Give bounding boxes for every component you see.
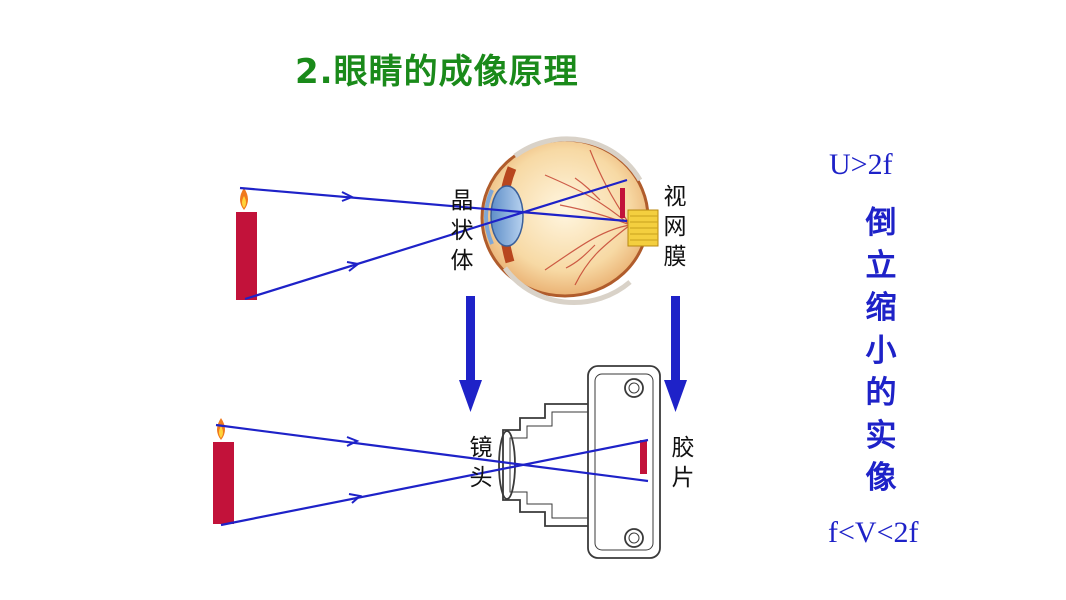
object-distance-formula: U>2f — [829, 148, 893, 181]
camera-illustration — [498, 365, 661, 559]
down-arrow-left — [459, 296, 482, 412]
retina-image — [620, 188, 625, 218]
candle-bottom — [213, 418, 234, 524]
page-title: 2.眼睛的成像原理 — [295, 52, 579, 92]
lens-label: 晶 状 体 — [450, 188, 474, 274]
eye-illustration — [480, 136, 659, 305]
eye-light-rays — [239, 178, 628, 301]
film-label: 胶 片 — [671, 435, 695, 491]
image-description: 倒 立 缩 小 的 实 像 — [865, 205, 897, 496]
camera-lens-label: 镜 头 — [469, 435, 493, 491]
retina-label: 视 网 膜 — [663, 184, 687, 270]
film-image — [640, 440, 647, 474]
camera-light-rays — [215, 423, 649, 527]
image-distance-formula: f<V<2f — [828, 516, 919, 549]
candle-top — [236, 188, 257, 300]
down-arrow-right — [664, 296, 687, 412]
